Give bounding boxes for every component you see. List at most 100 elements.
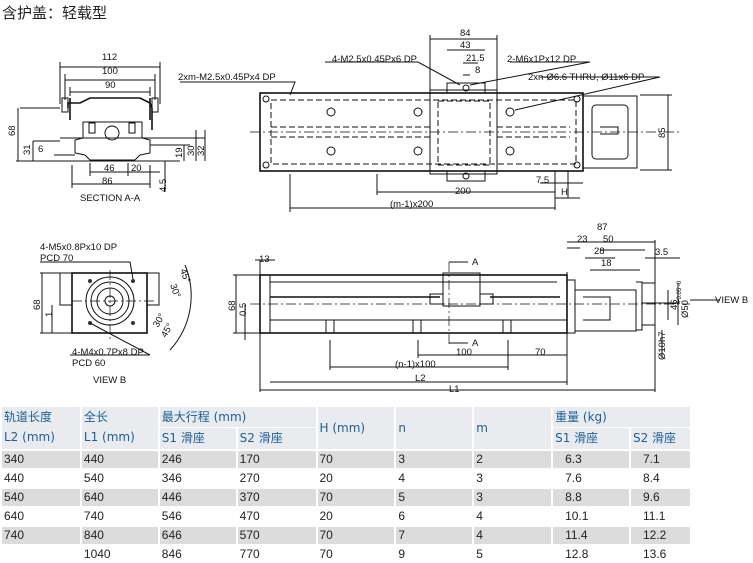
cell-h: 70 <box>315 487 396 507</box>
cell-l2: 640 <box>0 506 81 526</box>
cell-h: 70 <box>315 544 396 563</box>
cell-n: 3 <box>394 449 474 469</box>
cell-n: 6 <box>394 506 474 526</box>
cell-weight-s1: 8.8 <box>551 487 630 507</box>
note-4-m2-5: 4-M2.5x0.45Px6 DP <box>332 54 417 65</box>
view-b-label: VIEW B <box>93 375 126 386</box>
cell-stroke-s2: 770 <box>235 544 317 563</box>
dim-l1: L1 <box>449 384 460 395</box>
cell-m: 2 <box>472 449 553 469</box>
cell-h: 70 <box>315 449 396 469</box>
note-m5: 4-M5x0.8Px10 DP <box>40 242 117 253</box>
dim-28: 28 <box>594 246 605 257</box>
cell-stroke-s1: 646 <box>157 525 237 545</box>
cell-l2: 440 <box>0 468 81 488</box>
dim-d50-tolerance: +0.05 -0 <box>677 280 683 303</box>
cell-l1: 440 <box>79 449 159 469</box>
dim-m-1-x200: (m-1)x200 <box>390 199 433 210</box>
col-header-weight: 重量 (kg) <box>551 407 690 428</box>
cell-weight-s1: 10.1 <box>551 506 630 526</box>
dim-4-5: 4.5 <box>158 179 169 192</box>
dim-85: 85 <box>657 127 668 138</box>
dim-68-view-b: 68 <box>32 299 43 310</box>
note-thru-holes: 2xn-Ø6.6 THRU, Ø11x6 DP <box>528 72 644 83</box>
section-mark-bottom: A <box>472 338 479 349</box>
cell-weight-s1: 7.6 <box>551 468 630 488</box>
cell-n: 7 <box>394 525 474 545</box>
cell-weight-s2: 13.6 <box>628 544 690 563</box>
dim-50: 50 <box>603 234 614 245</box>
top-view: 84 43 21.5 8 4-M2.5x0.45Px6 DP 2-M6x1Px1… <box>178 28 680 212</box>
cell-l2: 740 <box>0 525 81 545</box>
dim-d50: Ø50 <box>680 300 691 318</box>
cell-n: 4 <box>394 468 474 488</box>
cell-l1: 740 <box>79 506 159 526</box>
dim-n-1-x100: (n-1)x100 <box>395 359 436 370</box>
col-header-n: n <box>394 407 474 450</box>
angle-30-top: 30° <box>167 282 182 299</box>
col-header-stroke-s2: S2 滑座 <box>235 427 317 450</box>
note-m4: 4-M4x0.7Px8 DP <box>72 347 144 358</box>
cell-m: 4 <box>472 506 553 526</box>
cell-m: 3 <box>472 487 553 507</box>
cell-weight-s2: 7.1 <box>628 449 690 469</box>
cell-l2: 340 <box>0 449 81 469</box>
dim-90: 90 <box>105 80 116 91</box>
cell-stroke-s1: 246 <box>157 449 237 469</box>
note-pcd60: PCD 60 <box>72 358 105 369</box>
cell-stroke-s2: 370 <box>235 487 317 507</box>
col-header-l2-line2: L2 (mm) <box>4 430 55 444</box>
dim-68-side: 68 <box>227 300 238 311</box>
cell-m: 4 <box>472 525 553 545</box>
dim-46: 46 <box>104 163 115 174</box>
view-b: 4-M5x0.8Px10 DP PCD 70 68 1 4-M4x0.7Px8 … <box>32 242 192 386</box>
dim-1: 1 <box>44 312 55 317</box>
dim-70: 70 <box>535 347 546 358</box>
dim-21-5: 21.5 <box>466 53 485 64</box>
cell-n: 5 <box>394 487 474 507</box>
cell-weight-s2: 11.1 <box>628 506 690 526</box>
dim-86: 86 <box>102 176 113 187</box>
dim-32: 32 <box>196 145 207 156</box>
dim-31: 31 <box>22 144 33 155</box>
dim-112: 112 <box>102 52 117 63</box>
dim-3-5: 3.5 <box>655 247 668 258</box>
cell-stroke-s2: 470 <box>235 506 317 526</box>
section-mark-top: A <box>472 257 479 268</box>
dim-19: 19 <box>174 147 185 158</box>
section-a-a: 112 100 90 68 31 6 46 20 86 19 30 32 4.5… <box>7 52 207 204</box>
cell-stroke-s2: 170 <box>235 449 317 469</box>
cell-stroke-s1: 346 <box>157 468 237 488</box>
dim-20: 20 <box>131 163 142 174</box>
col-header-weight-s2: S2 滑座 <box>628 427 690 450</box>
cell-n: 9 <box>394 544 474 563</box>
col-header-l1-line1: 全长 <box>83 410 108 424</box>
note-2xm-m2-5: 2xm-M2.5x0.45Px4 DP <box>178 72 276 83</box>
cell-l1: 840 <box>79 525 159 545</box>
page-title: 含护盖：轻载型 <box>2 4 108 22</box>
cell-stroke-s1: 546 <box>157 506 237 526</box>
dim-100: 100 <box>102 66 118 77</box>
col-header-m: m <box>472 407 553 450</box>
dim-68: 68 <box>7 125 18 136</box>
cell-weight-s1: 11.4 <box>551 525 630 545</box>
cell-m: 5 <box>472 544 553 563</box>
dim-7-5: 7.5 <box>536 175 549 186</box>
dim-0-5: 0.5 <box>238 303 249 316</box>
cell-l1: 540 <box>79 468 159 488</box>
cell-stroke-s1: 446 <box>157 487 237 507</box>
view-b-arrow-label: VIEW B <box>715 295 748 306</box>
col-header-l1-line2: L1 (mm) <box>83 430 135 444</box>
dim-18: 18 <box>601 258 612 269</box>
cell-l1: 640 <box>79 487 159 507</box>
side-view: 87 23 50 28 18 3.5 13 A A 68 0.5 46 Ø50 … <box>227 222 748 395</box>
cell-weight-s1: 12.8 <box>551 544 630 563</box>
cell-stroke-s1: 846 <box>157 544 237 563</box>
col-header-l1: 全长 L1 (mm) <box>79 407 159 450</box>
dim-l2: L2 <box>415 373 426 384</box>
